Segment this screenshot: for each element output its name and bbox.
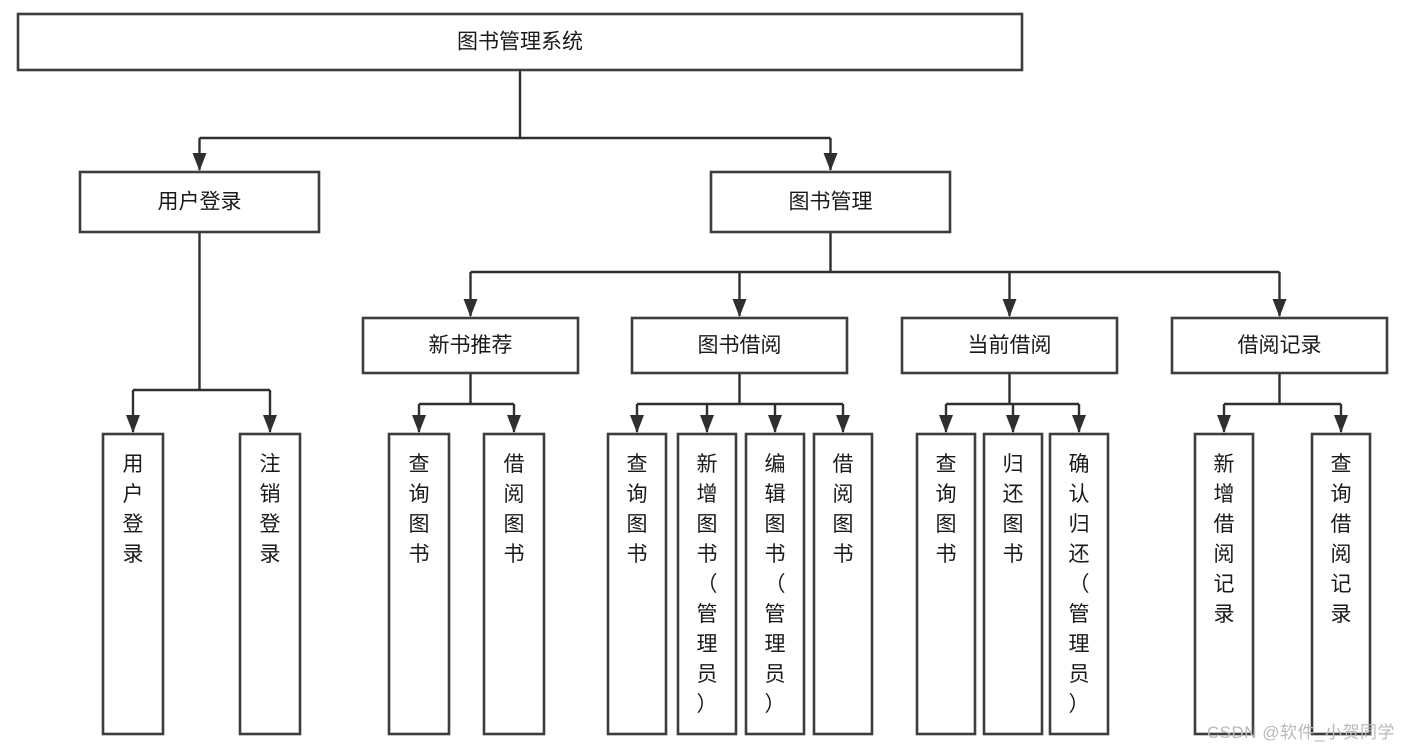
- node-level2-0-label: 新书推荐: [429, 334, 513, 357]
- node-leaf-12-rect: [1310, 432, 1372, 736]
- node-leaf-7-rect: [812, 432, 874, 736]
- connector-arrowhead: [263, 415, 277, 433]
- nodes-layer: 图书管理系统用户登录图书管理新书推荐图书借阅当前借阅借阅记录用户登录注销登录查询…: [16, 12, 1389, 736]
- node-leaf-10-label: 确认归还（管理员）: [1069, 453, 1090, 716]
- node-leaf-7-label: 借阅图书: [833, 453, 854, 566]
- connector-arrowhead: [507, 415, 521, 433]
- node-level1-0-rect: [78, 170, 321, 234]
- node-leaf-6[interactable]: 编辑图书（管理员）: [744, 432, 806, 736]
- node-level1-1[interactable]: 图书管理: [709, 170, 952, 234]
- node-level1-1-label: 图书管理: [789, 191, 873, 214]
- node-leaf-6-label: 编辑图书（管理员）: [765, 453, 786, 716]
- node-leaf-11-rect: [1193, 432, 1255, 736]
- node-leaf-5-rect: [676, 432, 738, 736]
- node-leaf-11-label: 新增借阅记录: [1214, 453, 1235, 626]
- node-leaf-1-rect: [238, 432, 302, 736]
- node-level2-2-rect: [900, 316, 1119, 375]
- connector-arrowhead: [700, 415, 714, 433]
- node-leaf-12[interactable]: 查询借阅记录: [1310, 432, 1372, 736]
- node-leaf-3[interactable]: 借阅图书: [482, 432, 546, 736]
- node-level2-1-label: 图书借阅: [698, 334, 782, 357]
- node-leaf-0-label: 用户登录: [123, 453, 144, 566]
- node-leaf-3-rect: [482, 432, 546, 736]
- node-level2-0[interactable]: 新书推荐: [361, 316, 580, 375]
- connector-arrowhead: [823, 153, 838, 171]
- node-leaf-8-rect: [915, 432, 977, 736]
- connector-arrowhead: [1002, 299, 1017, 317]
- node-leaf-2-rect: [387, 432, 451, 736]
- connector-arrowhead: [1072, 415, 1086, 433]
- node-leaf-12-label: 查询借阅记录: [1331, 453, 1352, 626]
- node-leaf-0[interactable]: 用户登录: [101, 432, 165, 736]
- node-leaf-10-rect: [1048, 432, 1110, 736]
- node-leaf-9[interactable]: 归还图书: [982, 432, 1044, 736]
- node-level1-0-label: 用户登录: [158, 191, 242, 214]
- node-leaf-4-rect: [606, 432, 668, 736]
- connector-arrowhead: [768, 415, 782, 433]
- connector-arrowhead: [630, 415, 644, 433]
- node-leaf-5-label: 新增图书（管理员）: [697, 453, 718, 716]
- node-level2-3-label: 借阅记录: [1238, 334, 1322, 357]
- node-leaf-5[interactable]: 新增图书（管理员）: [676, 432, 738, 736]
- node-root-rect: [16, 12, 1024, 72]
- node-leaf-8-label: 查询图书: [936, 453, 957, 566]
- node-root-label: 图书管理系统: [457, 31, 583, 54]
- node-root[interactable]: 图书管理系统: [16, 12, 1024, 72]
- node-leaf-6-rect: [744, 432, 806, 736]
- node-level2-2-label: 当前借阅: [968, 334, 1052, 357]
- node-leaf-2[interactable]: 查询图书: [387, 432, 451, 736]
- node-leaf-1[interactable]: 注销登录: [238, 432, 302, 736]
- connector-arrowhead: [192, 153, 207, 171]
- connector-arrowhead: [836, 415, 850, 433]
- connector-arrowhead: [1272, 299, 1287, 317]
- node-level2-2[interactable]: 当前借阅: [900, 316, 1119, 375]
- node-leaf-8[interactable]: 查询图书: [915, 432, 977, 736]
- connector-arrowhead: [463, 299, 478, 317]
- node-leaf-10[interactable]: 确认归还（管理员）: [1048, 432, 1110, 736]
- connectors-layer: [126, 70, 1348, 433]
- node-level1-1-rect: [709, 170, 952, 234]
- node-leaf-2-label: 查询图书: [409, 453, 430, 566]
- csdn-watermark: CSDN @软件_小贺同学: [1206, 723, 1395, 742]
- connector-arrowhead: [126, 415, 140, 433]
- node-level2-3[interactable]: 借阅记录: [1170, 316, 1389, 375]
- connector-arrowhead: [939, 415, 953, 433]
- node-level2-3-rect: [1170, 316, 1389, 375]
- node-level2-1[interactable]: 图书借阅: [630, 316, 849, 375]
- connector-arrowhead: [412, 415, 426, 433]
- node-level2-0-rect: [361, 316, 580, 375]
- node-leaf-4[interactable]: 查询图书: [606, 432, 668, 736]
- node-level1-0[interactable]: 用户登录: [78, 170, 321, 234]
- node-leaf-9-rect: [982, 432, 1044, 736]
- connector-arrowhead: [1217, 415, 1231, 433]
- node-level2-1-rect: [630, 316, 849, 375]
- node-leaf-11[interactable]: 新增借阅记录: [1193, 432, 1255, 736]
- node-leaf-7[interactable]: 借阅图书: [812, 432, 874, 736]
- node-leaf-0-rect: [101, 432, 165, 736]
- node-leaf-4-label: 查询图书: [627, 453, 648, 566]
- connector-arrowhead: [1006, 415, 1020, 433]
- connector-arrowhead: [732, 299, 747, 317]
- node-leaf-3-label: 借阅图书: [504, 453, 525, 566]
- node-leaf-1-label: 注销登录: [260, 453, 281, 566]
- connector-arrowhead: [1334, 415, 1348, 433]
- node-leaf-9-label: 归还图书: [1003, 453, 1024, 566]
